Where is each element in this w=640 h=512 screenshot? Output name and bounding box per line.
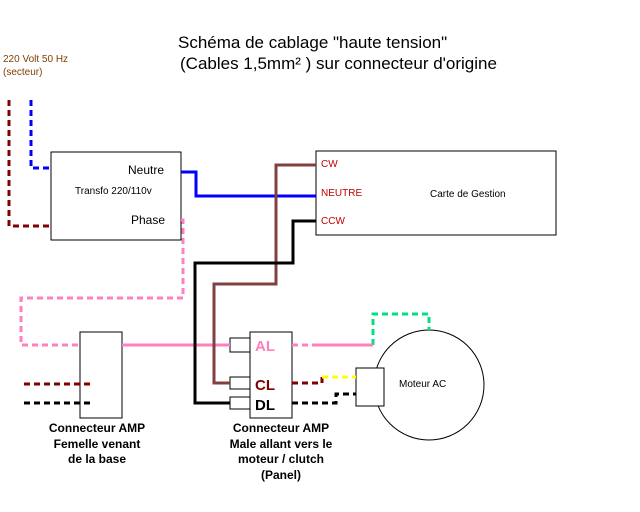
wire-cl-out (292, 377, 324, 385)
male-caption-line2: Male allant vers le (229, 436, 333, 451)
female-connector-caption: Connecteur AMP Femelle venant de la base (24, 421, 170, 468)
transfo-neutre-label: Neutre (128, 163, 165, 177)
carte-gestion-box (315, 150, 557, 236)
male-pin-dl-label: DL (255, 397, 275, 414)
wire-motor-green (371, 312, 431, 345)
wire-mains-neutral (29, 100, 51, 170)
wire-phase-dashed (19, 218, 185, 347)
diagram-title-line2: (Cables 1,5mm² ) sur connecteur d'origin… (180, 54, 497, 73)
wire-dl-out (292, 392, 356, 405)
wire-neutral (181, 170, 316, 198)
transfo-name: Transfo 220/110v (75, 186, 152, 197)
wire-mains-phase (7, 100, 51, 228)
male-connector-body (249, 331, 293, 419)
source-label-line2: (secteur) (3, 67, 43, 78)
carte-neutre-label: NEUTRE (321, 188, 363, 199)
motor-terminal (355, 367, 385, 407)
transfo-box (50, 151, 182, 241)
female-connector-body (79, 331, 123, 419)
male-connector-caption: Connecteur AMP Male allant vers le moteu… (214, 421, 348, 483)
diagram-title-line1: Schéma de cablage "haute tension" (178, 33, 448, 52)
female-caption-line1: Connecteur AMP (48, 421, 146, 435)
female-caption-line3: de la base (67, 452, 127, 467)
male-caption-line4: (Panel) (260, 467, 301, 482)
male-caption-line1: Connecteur AMP (232, 421, 330, 435)
male-pin-cl-label: CL (255, 377, 275, 394)
carte-name: Carte de Gestion (430, 189, 506, 200)
motor-name: Moteur AC (399, 379, 447, 390)
source-label-line1: 220 Volt 50 Hz (3, 54, 69, 65)
female-caption-line2: Femelle venant (53, 436, 141, 451)
pin-al (229, 337, 251, 353)
male-pin-al-label: AL (255, 338, 275, 355)
transfo-phase-label: Phase (131, 213, 166, 227)
male-caption-line3: moteur / clutch (237, 452, 324, 467)
pin-cl (229, 376, 251, 390)
carte-cw-label: CW (321, 159, 338, 170)
pin-dl (229, 396, 251, 410)
carte-ccw-label: CCW (321, 216, 345, 227)
wire-ccw (193, 219, 316, 405)
wire-cw (212, 163, 316, 385)
